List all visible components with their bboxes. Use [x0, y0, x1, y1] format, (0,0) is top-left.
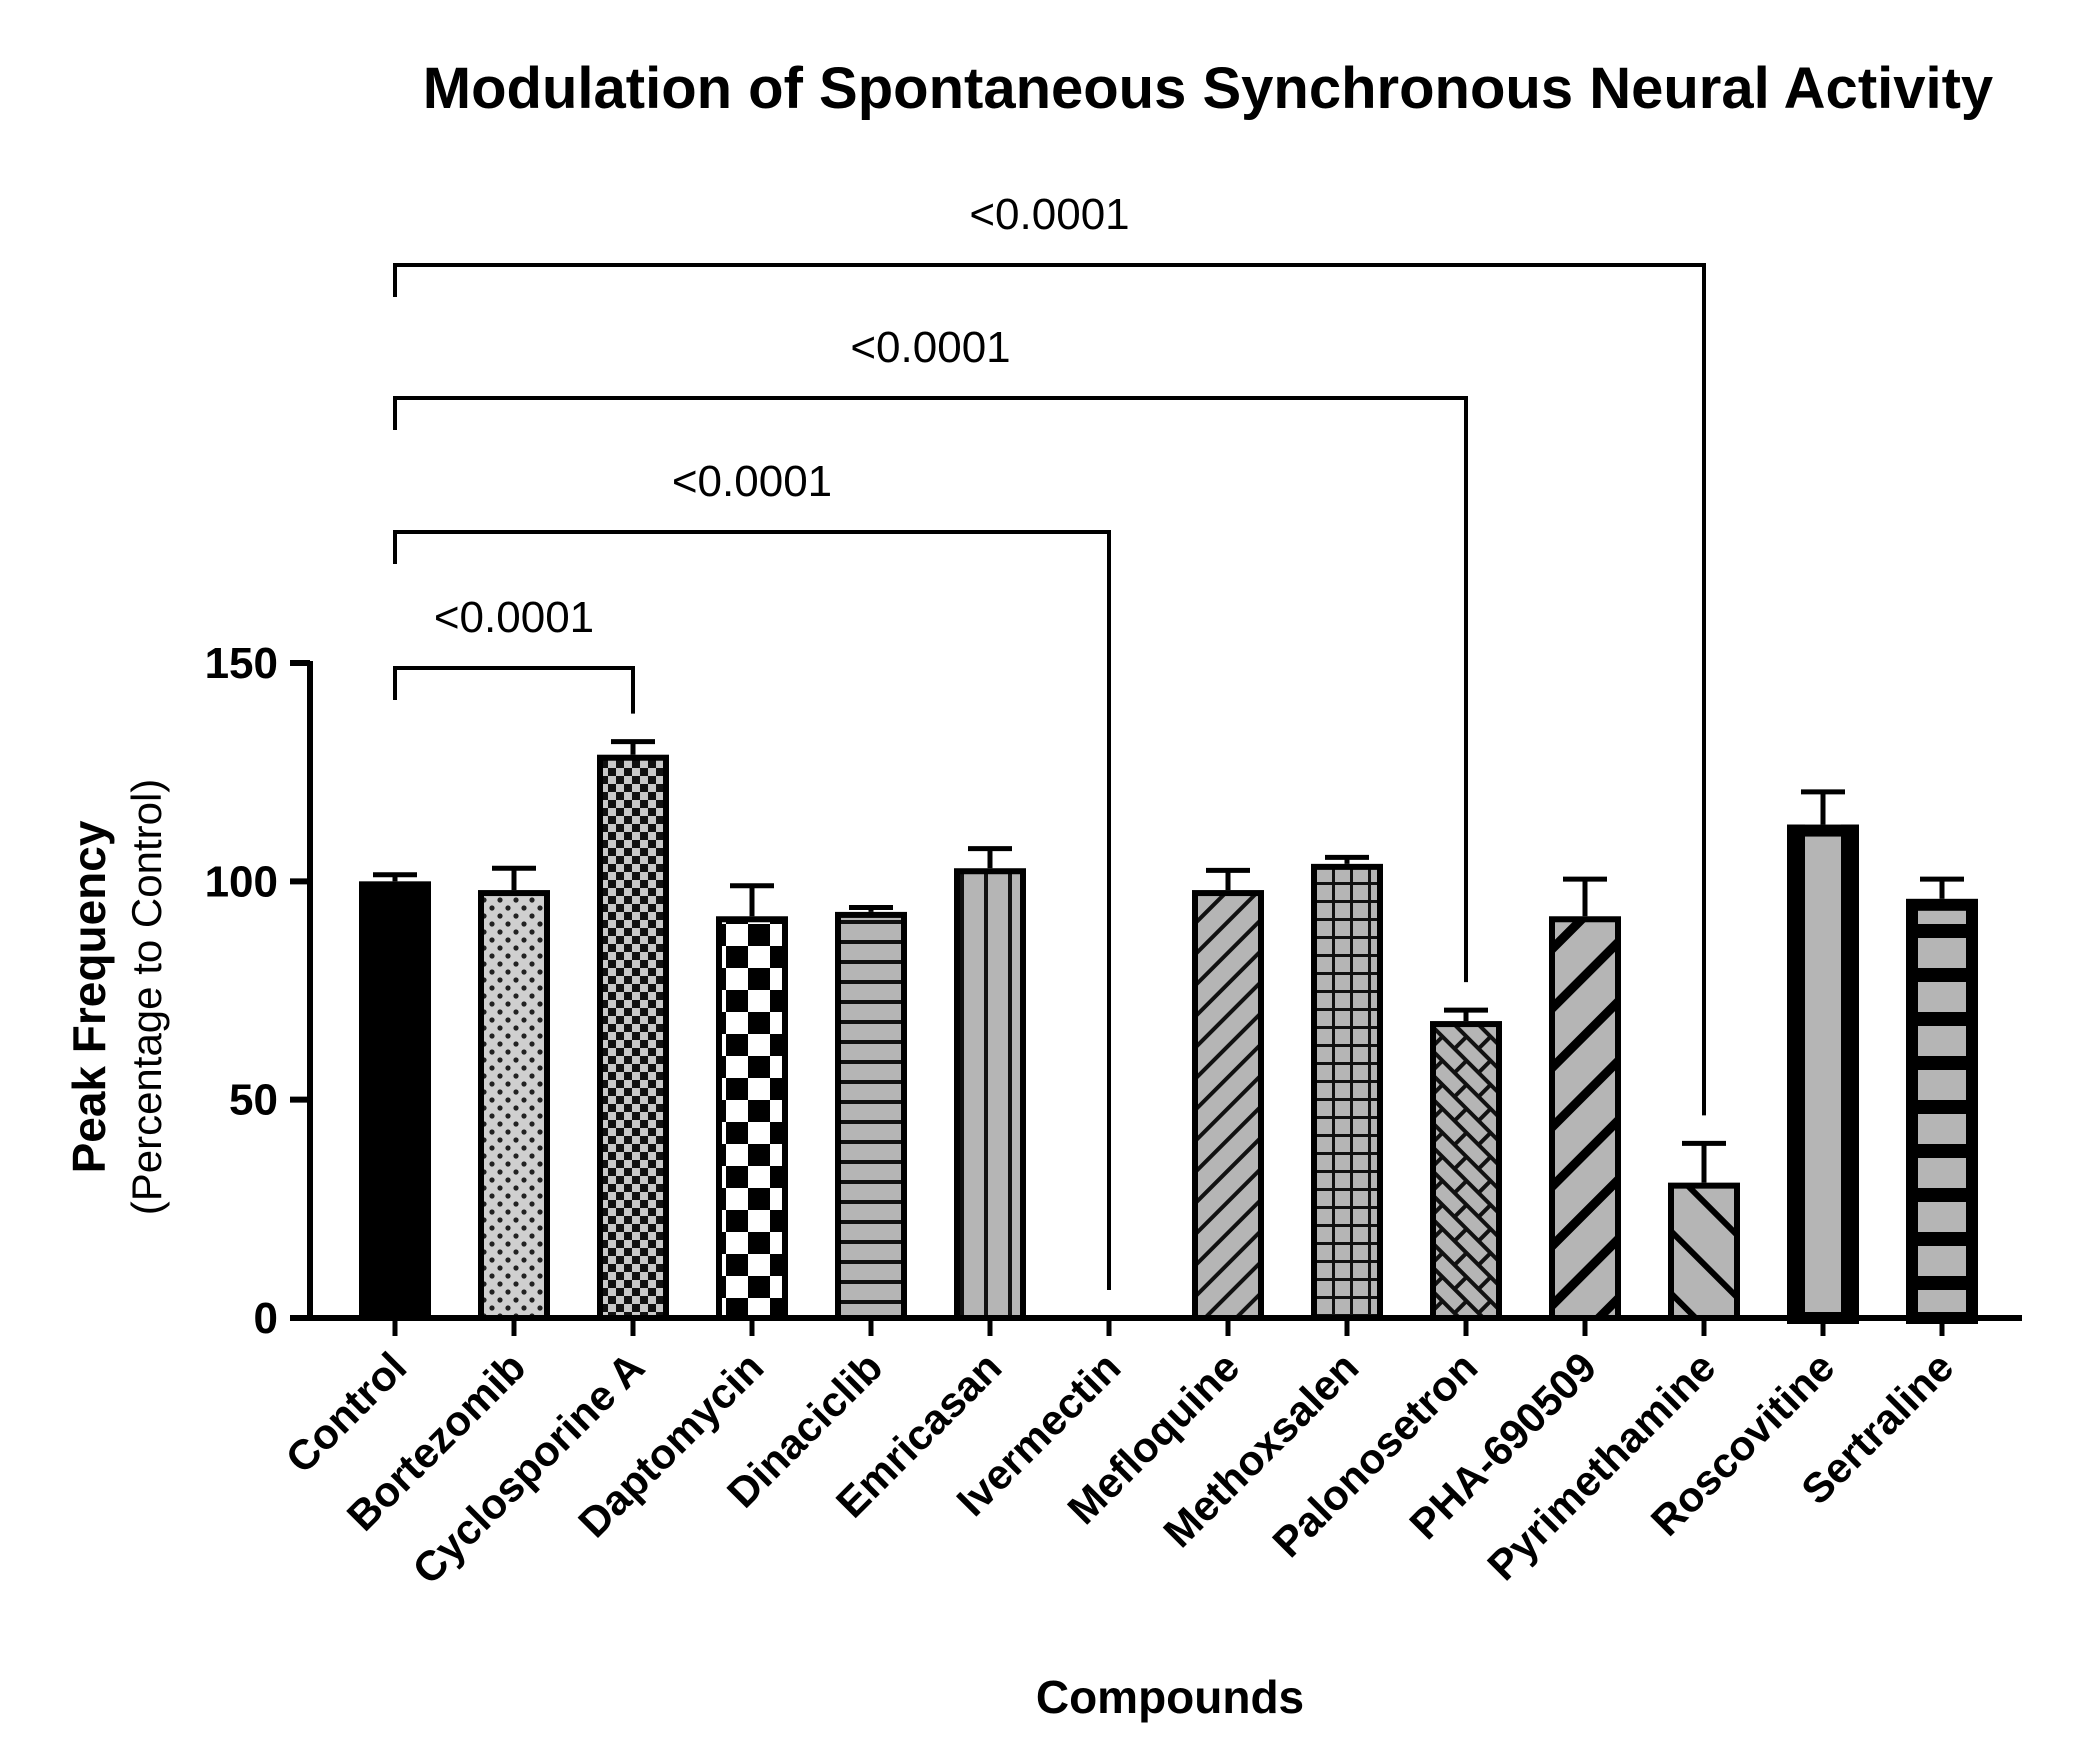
- bars: [359, 739, 1978, 1324]
- y-tick-label: 100: [205, 857, 278, 906]
- y-axis-subtitle: (Percentage to Control): [123, 779, 170, 1216]
- bar: [1192, 890, 1264, 1321]
- significance-bracket: [393, 530, 1111, 1290]
- y-tick-label: 0: [254, 1294, 278, 1343]
- bar: [954, 868, 1026, 1321]
- significance-bracket: [393, 666, 635, 714]
- p-value-label: <0.0001: [434, 593, 594, 642]
- x-axis-title: Compounds: [1036, 1671, 1304, 1723]
- significance-brackets: <0.0001 <0.0001 <0.0001 <0.0001: [393, 190, 1706, 1290]
- y-axis-label: Peak Frequency (Percentage to Control): [63, 779, 170, 1216]
- bar: [1430, 1021, 1502, 1321]
- bar: [1549, 916, 1621, 1321]
- bar: [835, 911, 907, 1322]
- chart-title: Modulation of Spontaneous Synchronous Ne…: [423, 56, 1993, 121]
- bar: [478, 890, 550, 1321]
- bar: [597, 754, 669, 1321]
- y-tick-label: 150: [205, 639, 278, 688]
- y-tick-label: 50: [229, 1076, 278, 1125]
- bar: [716, 916, 788, 1321]
- p-value-label: <0.0001: [850, 323, 1010, 372]
- y-axis-title: Peak Frequency: [63, 820, 115, 1173]
- x-tick-label: Palonosetron: [1263, 1343, 1486, 1566]
- bar-edge: [1841, 824, 1859, 1318]
- p-value-label: <0.0001: [969, 190, 1129, 239]
- bar: [1906, 898, 1978, 1324]
- bar: [1311, 863, 1383, 1321]
- bar: [359, 881, 431, 1321]
- bar-edge: [1787, 824, 1805, 1318]
- significance-bracket: [393, 396, 1468, 983]
- bar: [1668, 1182, 1740, 1321]
- significance-bracket: [393, 263, 1706, 1116]
- p-value-label: <0.0001: [672, 457, 832, 506]
